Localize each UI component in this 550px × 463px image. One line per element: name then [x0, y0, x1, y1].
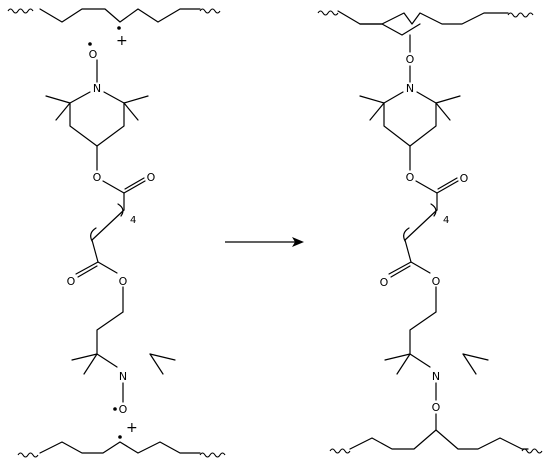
methyl-bond	[45, 95, 71, 104]
wavy-chain-end-icon	[199, 452, 226, 458]
polymer-chain-bonds	[39, 441, 201, 454]
carbonyl-bond	[123, 180, 146, 194]
arrowhead-icon	[292, 237, 304, 247]
carbonyl-bond	[388, 261, 412, 275]
reaction-arrow	[225, 237, 304, 247]
repeat-bracket-right-icon	[117, 203, 124, 217]
oxygen-atom-label: O	[406, 53, 415, 66]
methyl-bond	[384, 353, 411, 361]
methyl-bond	[369, 102, 385, 121]
piperidine-ring	[383, 91, 437, 147]
upper-ester: O	[102, 171, 156, 211]
nitroxide-radical-dot-icon	[88, 42, 92, 46]
polymer-chain-bonds	[337, 10, 509, 25]
carbonyl-bond	[75, 261, 99, 275]
plus-sign-bottom: +	[126, 420, 138, 436]
polymer-chain-bonds	[349, 429, 529, 450]
methyl-bond	[462, 353, 489, 361]
repeat-bracket-right-icon	[430, 203, 437, 217]
wavy-chain-end-icon	[507, 12, 534, 18]
upper-ester-product: O	[415, 172, 469, 211]
repeat-bracket-left-icon	[90, 227, 97, 242]
wavy-chain-end-icon	[7, 8, 34, 14]
c-c-bond	[404, 239, 412, 263]
methyl-bond	[71, 353, 98, 361]
methyl-bond	[435, 95, 461, 104]
methyl-bond	[462, 353, 477, 375]
nitrogen-atom-label: N	[93, 82, 101, 95]
o-c-bond	[102, 180, 125, 194]
methyl-bond	[55, 102, 71, 121]
carbonyl-bond	[436, 180, 459, 194]
methylene-repeat-unit-product: 4	[403, 203, 449, 263]
top-polymer-chain: O	[317, 10, 534, 83]
lower-tempo-alkoxyamine: N O	[384, 311, 489, 431]
repeat-count: 4	[443, 215, 449, 226]
upper-tempo-nitroxide: O N O	[45, 42, 149, 184]
bottom-polymer-radical	[17, 435, 226, 458]
methyl-bond	[123, 95, 149, 104]
wavy-chain-end-icon	[199, 8, 221, 14]
carbon-radical-dot-icon	[117, 26, 121, 30]
carbonyl-double-bond	[77, 265, 98, 278]
methyl-bond	[149, 353, 176, 361]
plus-sign-top: +	[116, 33, 128, 49]
reactants: + O N O O 4	[7, 8, 226, 458]
methyl-bond	[123, 102, 139, 121]
product: O N O O 4	[317, 10, 543, 454]
wavy-chain-end-icon	[17, 452, 39, 458]
methylene-repeat-unit: 4	[90, 203, 136, 263]
polymer-chain-bonds	[39, 8, 201, 23]
piperidine-ring	[409, 311, 437, 368]
lower-ester: O O	[67, 261, 128, 313]
carbonyl-oxygen-label: O	[380, 276, 389, 289]
lower-ester-product: O O	[380, 261, 441, 313]
oxygen-atom-label: O	[406, 171, 415, 184]
o-c-bond	[415, 180, 438, 194]
carbonyl-oxygen-label: O	[460, 172, 469, 185]
repeat-bracket-left-icon	[403, 227, 410, 242]
methyl-bond	[435, 102, 451, 121]
upper-tempo-alkoxyamine: N O	[359, 82, 461, 184]
oxygen-atom-label: O	[119, 275, 128, 288]
methyl-bond	[359, 95, 385, 104]
c-c-bond	[91, 239, 99, 263]
nitrogen-atom-label: N	[119, 370, 127, 383]
piperidine-ring	[69, 91, 125, 147]
oxygen-atom-label: O	[89, 48, 98, 61]
repeat-count: 4	[130, 215, 136, 226]
polymer-chain-bonds	[359, 23, 421, 36]
oxygen-atom-label: O	[93, 171, 102, 184]
oxygen-atom-label: O	[119, 403, 128, 416]
carbonyl-double-bond	[437, 177, 458, 190]
methyl-bond	[83, 353, 98, 375]
piperidine-ring	[96, 311, 124, 368]
c-c-bond	[404, 209, 438, 241]
carbonyl-double-bond	[124, 177, 145, 190]
c-o-bond	[97, 261, 118, 274]
nitrogen-atom-label: N	[406, 82, 414, 95]
oxygen-atom-label: O	[432, 401, 441, 414]
methyl-bond	[396, 353, 411, 375]
top-polymer-radical	[7, 8, 221, 30]
methyl-bond	[149, 353, 164, 375]
c-c-bond	[91, 209, 125, 241]
carbon-radical-dot-icon	[118, 435, 122, 439]
wavy-chain-end-icon	[329, 448, 351, 454]
c-o-bond	[410, 261, 431, 274]
nitroxide-radical-dot-icon	[113, 407, 117, 411]
lower-tempo-nitroxide: N O	[71, 311, 176, 416]
wavy-chain-end-icon	[317, 10, 339, 16]
carbonyl-oxygen-label: O	[67, 275, 76, 288]
wavy-chain-end-icon	[521, 448, 543, 454]
bottom-polymer-chain	[329, 429, 543, 454]
carbonyl-double-bond	[390, 265, 411, 278]
oxygen-atom-label: O	[432, 275, 441, 288]
carbonyl-oxygen-label: O	[147, 171, 156, 184]
nitrogen-atom-label: N	[432, 370, 440, 383]
